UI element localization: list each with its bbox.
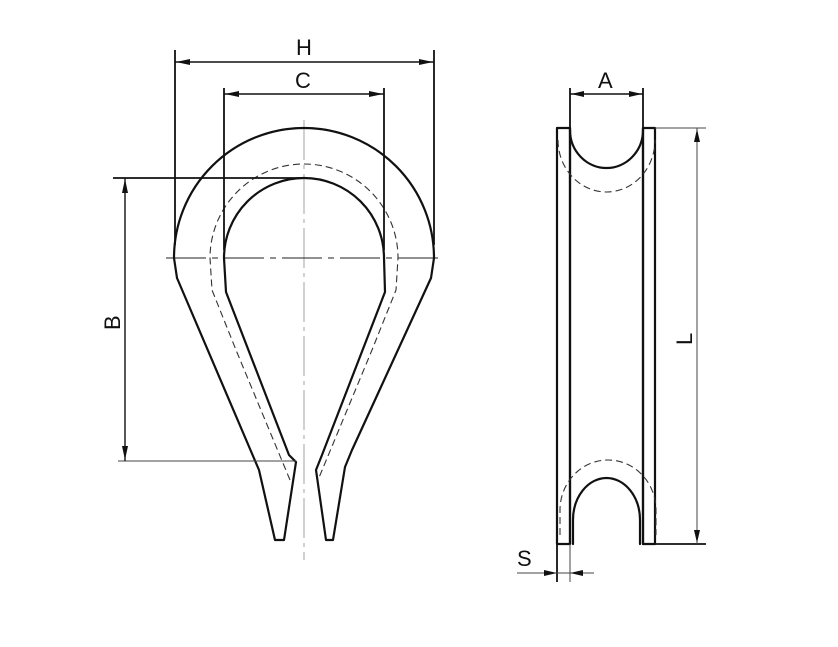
dimension-label-s: S (517, 546, 532, 571)
side-view: A L S (517, 68, 706, 582)
left-flange (555, 126, 572, 546)
arrow-icon (225, 91, 239, 97)
dimension-label-c: C (295, 68, 311, 93)
arrow-icon (694, 530, 700, 543)
front-view: H C B (100, 35, 444, 560)
dimension-label-l: L (672, 333, 697, 345)
arrow-icon (570, 570, 583, 576)
dimension-label-b: B (100, 315, 125, 330)
arrow-icon (176, 59, 190, 65)
bottom-groove-hidden (559, 459, 657, 535)
arrow-icon (694, 129, 700, 142)
arrow-icon (122, 179, 128, 193)
bottom-groove (571, 476, 642, 546)
arrow-icon (369, 91, 383, 97)
top-groove (568, 128, 645, 170)
arrow-icon (419, 59, 433, 65)
arrow-icon (544, 570, 557, 576)
groove-hidden-line (209, 163, 399, 481)
top-groove-hidden (557, 139, 656, 193)
arrow-icon (571, 91, 584, 97)
thimble-left-leg (172, 126, 436, 542)
arrow-icon (122, 446, 128, 460)
right-flange (641, 126, 657, 546)
dimension-label-a: A (598, 68, 613, 93)
arrow-icon (629, 91, 642, 97)
dimension-label-h: H (296, 35, 312, 60)
